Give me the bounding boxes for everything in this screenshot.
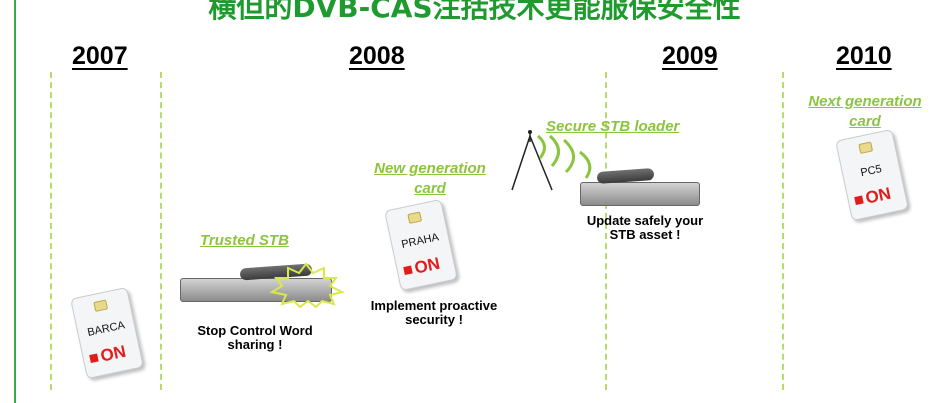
- divider-line: [605, 72, 607, 390]
- left-border: [14, 0, 16, 403]
- year-2007: 2007: [72, 42, 128, 70]
- divider-line: [160, 72, 162, 390]
- caption-update-safely: Update safely your STB asset !: [586, 213, 704, 242]
- label-next-generation-card: Next generation card: [808, 93, 922, 130]
- set-top-box-icon: [580, 168, 700, 206]
- year-2009: 2009: [662, 42, 718, 70]
- chip-icon: [858, 141, 874, 154]
- page-title: 横但的DVB-CAS注括技术更能服保安全性: [208, 0, 741, 24]
- caption-implement-proactive-security: Implement proactive security !: [370, 298, 498, 327]
- chip-icon: [407, 211, 423, 224]
- year-2008: 2008: [349, 42, 405, 70]
- starburst-icon: [269, 262, 345, 308]
- set-top-box-icon: [180, 263, 332, 302]
- smart-card-praha: PRAHA ON: [384, 198, 458, 292]
- divider-line: [50, 72, 52, 390]
- year-2010: 2010: [836, 42, 892, 70]
- caption-stop-control-word: Stop Control Word sharing !: [197, 323, 313, 352]
- label-secure-stb-loader: Secure STB loader: [546, 118, 680, 135]
- label-trusted-stb: Trusted STB: [200, 232, 289, 249]
- smart-card-barca: BARCA ON: [70, 286, 144, 380]
- divider-line: [782, 72, 784, 390]
- smart-card-pc5: PC5 ON: [835, 128, 909, 222]
- broadcast-antenna-icon: [511, 130, 592, 191]
- chip-icon: [93, 299, 109, 312]
- label-new-generation-card: New generation card: [374, 160, 486, 197]
